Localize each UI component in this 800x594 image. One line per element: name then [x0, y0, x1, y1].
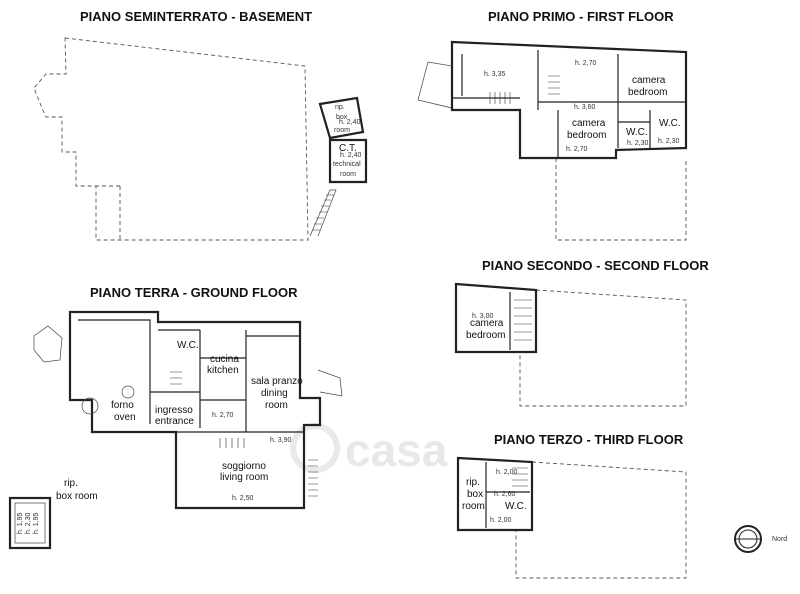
outbuilding-h-195b: h. 1,95 [33, 512, 40, 534]
ground-dining-label-it: sala pranzo [251, 376, 303, 387]
third-box-label-b: room [462, 501, 485, 512]
watermark: casa [290, 423, 448, 476]
first-h-335: h. 3,35 [484, 71, 506, 78]
ground-living-label-it: soggiorno [222, 461, 266, 472]
first-floor-plan: PIANO PRIMO - FIRST FLOOR h. 3,35 h. 2,7… [417, 9, 688, 241]
basement-tech-label-b: room [340, 171, 356, 178]
ground-entrance-label-it: ingresso [155, 405, 193, 416]
first-floor-title: PIANO PRIMO - FIRST FLOOR [488, 9, 674, 24]
ground-oven-label-en: oven [114, 412, 136, 423]
ground-dining-label-a: dining [261, 388, 288, 399]
outbuilding-box-label-en: box room [56, 491, 98, 502]
ground-h-270: h. 2,70 [212, 412, 234, 419]
basement-box-label-it: rip. [335, 104, 345, 111]
third-h-200b: h. 2,00 [490, 517, 512, 524]
outbuilding-h-230: h. 2,30 [25, 512, 32, 534]
first-bed1-label-en: bedroom [628, 87, 667, 98]
basement-tech-label-it: C.T. [339, 143, 357, 154]
basement-box-label-a: box [336, 114, 348, 121]
ground-floor-plan: PIANO TERRA - GROUND FLOOR W.C. cucina k… [33, 285, 343, 510]
basement-tech-label-a: technical [333, 161, 361, 168]
first-bed2-label-en: bedroom [567, 130, 606, 141]
ground-oven-label-it: forno [111, 400, 134, 411]
basement-title: PIANO SEMINTERRATO - BASEMENT [80, 9, 312, 24]
third-floor-title: PIANO TERZO - THIRD FLOOR [494, 432, 684, 447]
third-h-200a: h. 2,00 [496, 469, 518, 476]
third-wc-label: W.C. [505, 501, 527, 512]
first-h-230b: h. 2,30 [658, 138, 680, 145]
compass-icon: Nord [734, 525, 787, 553]
first-h-360: h. 3,60 [574, 104, 596, 111]
third-floor-plan: PIANO TERZO - THIRD FLOOR h. 2,00 rip. b… [456, 432, 687, 579]
first-wc2-label: W.C. [659, 118, 681, 129]
ground-dining-label-b: room [265, 400, 288, 411]
first-h-270a: h. 2,70 [575, 60, 597, 67]
ground-kitchen-label-en: kitchen [207, 365, 239, 376]
basement-tech-height: h. 2,40 [340, 152, 362, 159]
ground-h-390: h. 3,90 [270, 437, 292, 444]
second-bed-label-en: bedroom [466, 330, 505, 341]
ground-kitchen-label-it: cucina [210, 354, 239, 365]
second-floor-plan: PIANO SECONDO - SECOND FLOOR h. 3,00 cam… [454, 258, 709, 407]
second-bed-label-it: camera [470, 318, 504, 329]
second-floor-title: PIANO SECONDO - SECOND FLOOR [482, 258, 709, 273]
third-h-260: h. 2,60 [494, 491, 516, 498]
basement-box-height: h. 2,40 [339, 119, 361, 126]
third-box-label-it: rip. [466, 477, 480, 488]
outbuilding-h-195a: h. 1,95 [17, 512, 24, 534]
first-h-230a: h. 2,30 [627, 140, 649, 147]
ground-floor-title: PIANO TERRA - GROUND FLOOR [90, 285, 298, 300]
basement-box-label-b: room [334, 127, 350, 134]
third-box-label-a: box [467, 489, 483, 500]
first-h-270b: h. 2,70 [566, 146, 588, 153]
ground-living-label-en: living room [220, 472, 268, 483]
outbuilding-plan: rip. box room h. 1,95 h. 2,30 h. 1,95 [8, 478, 98, 550]
first-bed2-label-it: camera [572, 118, 606, 129]
second-h-300: h. 3,00 [472, 313, 494, 320]
basement-plan: PIANO SEMINTERRATO - BASEMENT rip. box h… [33, 9, 368, 241]
first-wc1-label: W.C. [626, 127, 648, 138]
ground-entrance-label-en: entrance [155, 416, 194, 427]
watermark-text: casa [345, 424, 448, 476]
outbuilding-box-label-it: rip. [64, 478, 78, 489]
compass-label: Nord [772, 536, 787, 543]
first-bed1-label-it: camera [632, 75, 666, 86]
ground-wc-label: W.C. [177, 340, 199, 351]
ground-h-250: h. 2,50 [232, 495, 254, 502]
